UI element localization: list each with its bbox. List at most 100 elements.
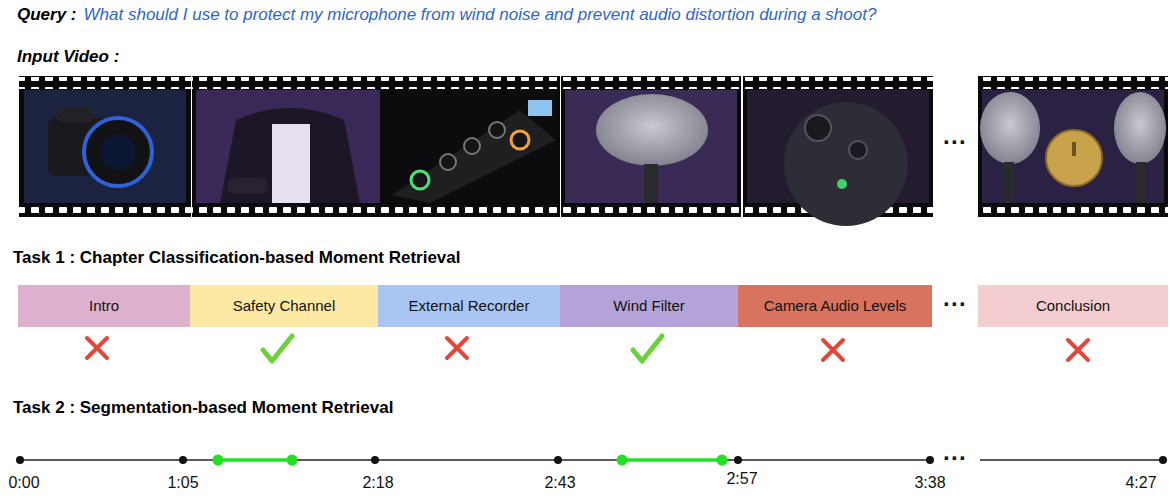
time-label: 1:05: [167, 473, 198, 492]
person-shirt: [272, 124, 310, 203]
task-heading: Task 2 : Segmentation-based Moment Retri…: [13, 398, 393, 418]
time-label: 0:00: [8, 473, 39, 492]
query-label: Query :: [17, 5, 77, 25]
time-label: 2:57: [726, 469, 757, 488]
cross-stroke: [823, 340, 843, 360]
film-base: [978, 76, 1168, 217]
chapter-band: Safety Channel: [190, 285, 378, 327]
person-hand: [228, 178, 268, 194]
recorder-knob: [440, 154, 456, 170]
chapter-label: External Recorder: [409, 297, 530, 315]
person-jacket: [220, 108, 360, 203]
frame-image: [383, 90, 556, 203]
relevant-segment: [622, 458, 722, 462]
task-heading: Task 1 : Chapter Classification-based Mo…: [13, 248, 460, 268]
sprocket-row: [561, 77, 741, 89]
chapter-band: Wind Filter: [560, 285, 738, 327]
sprocket-row: [192, 204, 560, 216]
recorder-knob: [411, 171, 429, 189]
cross-mark: [823, 340, 843, 360]
mic-stand: [1004, 162, 1014, 203]
chapter-band: Intro: [18, 285, 190, 327]
timeline-ticks: [16, 456, 1167, 464]
disc-mark: [1072, 142, 1076, 156]
ellipsis: ···: [943, 444, 967, 473]
check-mark: [633, 336, 662, 361]
sprocket-row: [19, 204, 191, 216]
segment-dot: [617, 455, 628, 466]
recorder-panel: [392, 110, 556, 203]
mic-stand: [644, 164, 658, 203]
dial-led: [837, 179, 847, 189]
ellipsis: ···: [943, 128, 967, 157]
chapter-label: Wind Filter: [613, 297, 685, 315]
chapter-label: Safety Channel: [233, 297, 336, 315]
timeline-dot: [926, 456, 934, 464]
chapter-label: Intro: [89, 297, 119, 315]
camera-dial: [784, 102, 908, 226]
chapter-label: Conclusion: [1036, 297, 1110, 315]
camera-glass: [100, 134, 136, 170]
sprocket-row: [19, 77, 191, 89]
dial-button: [805, 115, 831, 141]
film-base: [19, 76, 191, 217]
cross-stroke: [87, 338, 107, 358]
film-base: [192, 76, 560, 217]
film-strip: [561, 76, 741, 217]
timeline-dot: [371, 456, 379, 464]
sprocket-row: [561, 204, 741, 216]
segment-dot: [213, 455, 224, 466]
frame-image: [196, 90, 380, 203]
timeline-dot: [179, 456, 187, 464]
cross-stroke: [447, 338, 467, 358]
cross-stroke: [823, 340, 843, 360]
sprocket-row: [978, 77, 1168, 89]
frame-image: [565, 90, 737, 203]
timeline-dot: [1159, 456, 1167, 464]
mic-stand: [1136, 162, 1146, 203]
relevant-segment: [218, 458, 292, 462]
cross-stroke: [1068, 340, 1088, 360]
time-label: 2:43: [544, 473, 575, 492]
film-strip: [978, 76, 1168, 217]
chapter-band: Camera Audio Levels: [738, 285, 932, 327]
timeline-axis: [20, 459, 930, 460]
check-mark: [263, 336, 292, 361]
wind-filter-fuzz: [596, 94, 708, 166]
time-label: 2:18: [362, 473, 393, 492]
time-label: 4:27: [1125, 473, 1156, 492]
section-label: Input Video :: [17, 47, 119, 67]
film-strip: [192, 76, 560, 217]
timeline-dot: [554, 456, 562, 464]
chapter-band: Conclusion: [978, 285, 1168, 327]
cross-mark: [447, 338, 467, 358]
film-strip: [19, 76, 191, 217]
recorder-knob: [511, 131, 529, 149]
recorder-screen: [528, 100, 552, 116]
sprocket-row: [192, 77, 560, 89]
segment-ends: [213, 455, 728, 466]
cross-stroke: [87, 338, 107, 358]
cross-mark: [87, 338, 107, 358]
ellipsis: ···: [943, 290, 967, 319]
time-label: 3:38: [914, 473, 945, 492]
chapter-label: Camera Audio Levels: [764, 297, 907, 315]
film-base: [561, 76, 741, 217]
wind-filter-fuzz: [980, 92, 1040, 164]
timeline-dot: [16, 456, 24, 464]
recorder-knob: [489, 122, 505, 138]
dial-button: [849, 141, 867, 159]
query-text: What should I use to protect my micropho…: [84, 5, 877, 25]
segment-dot: [287, 455, 298, 466]
segment-dot: [717, 455, 728, 466]
frame-image: [24, 90, 186, 203]
camera-lens: [84, 118, 152, 186]
chapter-band: External Recorder: [378, 285, 560, 327]
cross-mark: [1068, 340, 1088, 360]
cross-stroke: [447, 338, 467, 358]
camera-top: [58, 108, 92, 122]
sprocket-row: [743, 77, 933, 89]
film-strip: [743, 76, 933, 226]
wind-filter-fuzz: [1114, 92, 1166, 164]
